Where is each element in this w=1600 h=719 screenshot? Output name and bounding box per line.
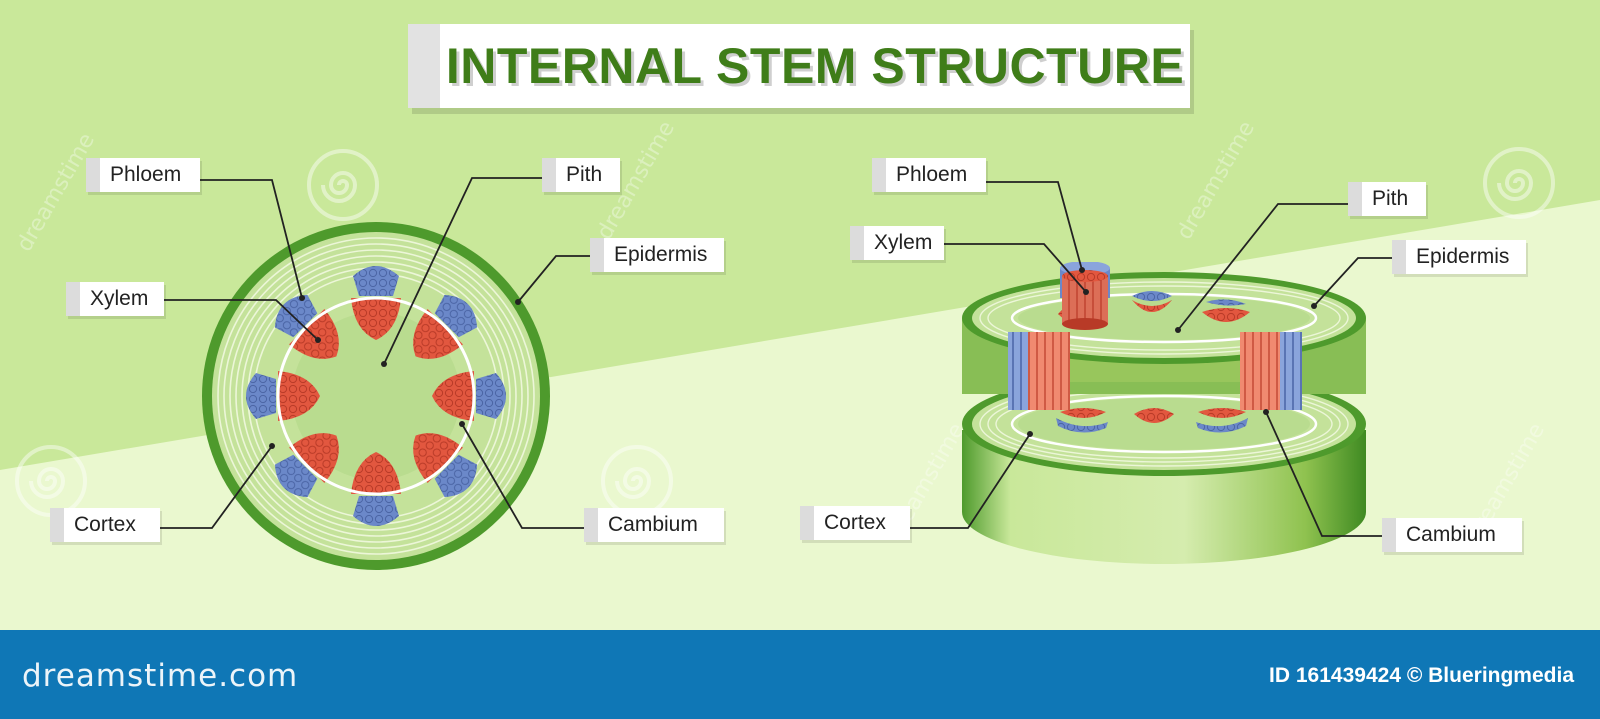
xylem-bundle bbox=[1134, 408, 1174, 423]
watermark-spiral-icon bbox=[307, 149, 379, 221]
phloem-strand bbox=[1280, 332, 1302, 410]
label-phloem: Phloem bbox=[86, 158, 200, 192]
watermark-spiral-icon bbox=[601, 445, 673, 517]
label-xylem: Xylem bbox=[66, 282, 164, 316]
label-pith: Pith bbox=[1348, 182, 1426, 216]
phloem-bundle bbox=[1132, 291, 1172, 301]
xylem-bundle bbox=[278, 371, 320, 421]
label-cortex: Cortex bbox=[50, 508, 160, 542]
page-title: INTERNAL STEM STRUCTURE bbox=[445, 38, 1185, 94]
label-phloem: Phloem bbox=[872, 158, 986, 192]
phloem-bundle bbox=[476, 373, 506, 419]
title-banner-tab bbox=[408, 24, 440, 108]
phloem-strand bbox=[1008, 332, 1030, 410]
footer-credit: ID 161439424 © Blueringmedia bbox=[1269, 664, 1574, 687]
label-cambium: Cambium bbox=[584, 508, 724, 542]
phloem-bundle bbox=[274, 454, 318, 498]
phloem-bundle bbox=[353, 496, 399, 526]
label-epidermis: Epidermis bbox=[590, 238, 724, 272]
label-xylem: Xylem bbox=[850, 226, 944, 260]
xylem-bundle bbox=[1198, 408, 1246, 418]
cambium-ring bbox=[276, 296, 476, 496]
xylem-bundle bbox=[413, 433, 463, 483]
phloem-bundle bbox=[1196, 418, 1248, 433]
footer-bar: dreamstime.com ID 161439424 © Blueringme… bbox=[0, 630, 1600, 719]
watermark-spiral-icon bbox=[1483, 147, 1555, 219]
watermark-spiral-icon bbox=[15, 445, 87, 517]
xylem-bundle bbox=[432, 371, 474, 421]
label-epidermis: Epidermis bbox=[1392, 240, 1526, 274]
footer-logo: dreamstime.com bbox=[22, 658, 299, 694]
label-cortex: Cortex bbox=[800, 506, 910, 540]
xylem-strand bbox=[1028, 332, 1070, 410]
stem-3d-section bbox=[962, 262, 1366, 564]
phloem-bundle bbox=[246, 373, 276, 419]
label-pith: Pith bbox=[542, 158, 620, 192]
phloem-bundle bbox=[1056, 418, 1108, 433]
xylem-bundle bbox=[1132, 300, 1172, 312]
stem-cross-section bbox=[202, 222, 550, 570]
label-cambium: Cambium bbox=[1382, 518, 1522, 552]
xylem-bundle bbox=[289, 433, 339, 483]
xylem-bundle bbox=[1060, 408, 1106, 418]
xylem-bundle bbox=[351, 452, 401, 494]
xylem-strand bbox=[1240, 332, 1282, 410]
title-banner: INTERNAL STEM STRUCTURE bbox=[408, 24, 1190, 108]
